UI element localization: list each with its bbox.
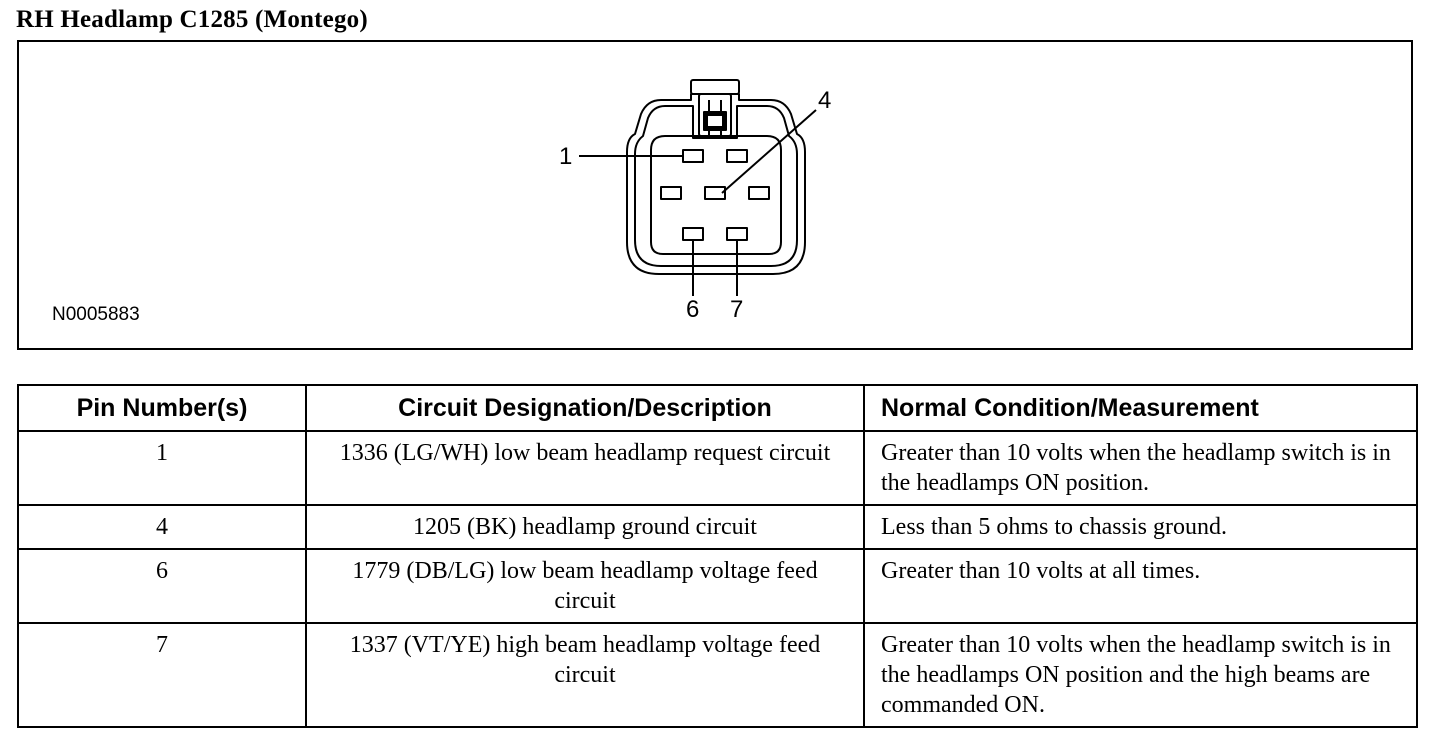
connector-latch (690, 79, 740, 95)
callout-7: 7 (730, 296, 744, 323)
circuit-cell: 1205 (BK) headlamp ground circuit (305, 504, 865, 550)
connector-shell (626, 93, 806, 275)
pin-3-terminal (660, 186, 682, 200)
circuit-cell: 1779 (DB/LG) low beam headlamp voltage f… (305, 548, 865, 624)
pin-1-terminal (682, 149, 704, 163)
header-condition: Normal Condition/Measurement (863, 384, 1418, 432)
callout-4: 4 (818, 87, 832, 114)
connector-drawing (579, 79, 817, 296)
pin-table: Pin Number(s) Circuit Designation/Descri… (17, 384, 1418, 728)
pin-4-terminal (704, 186, 726, 200)
condition-cell: Greater than 10 volts when the headlamp … (863, 430, 1418, 506)
table-header-row: Pin Number(s) Circuit Designation/Descri… (17, 384, 1418, 432)
pin-number-cell: 4 (17, 504, 307, 550)
condition-cell: Less than 5 ohms to chassis ground. (863, 504, 1418, 550)
page-title: RH Headlamp C1285 (Montego) (16, 6, 368, 33)
circuit-cell: 1336 (LG/WH) low beam headlamp request c… (305, 430, 865, 506)
header-circuit: Circuit Designation/Description (305, 384, 865, 432)
pin-7-terminal (726, 227, 748, 241)
circuit-cell: 1337 (VT/YE) high beam headlamp voltage … (305, 622, 865, 728)
pin-6-terminal (682, 227, 704, 241)
condition-cell: Greater than 10 volts at all times. (863, 548, 1418, 624)
table-row: 7 1337 (VT/YE) high beam headlamp voltag… (17, 622, 1418, 728)
callout-1: 1 (559, 143, 573, 170)
condition-cell: Greater than 10 volts when the headlamp … (863, 622, 1418, 728)
table-row: 6 1779 (DB/LG) low beam headlamp voltage… (17, 548, 1418, 624)
figure-id: N0005883 (52, 304, 140, 325)
connector-figure: N0005883 1 4 6 7 (17, 40, 1413, 350)
table-row: 1 1336 (LG/WH) low beam headlamp request… (17, 430, 1418, 506)
pin-number-cell: 7 (17, 622, 307, 728)
pin-number-cell: 1 (17, 430, 307, 506)
pin-number-cell: 6 (17, 548, 307, 624)
pin-5-terminal (748, 186, 770, 200)
table-row: 4 1205 (BK) headlamp ground circuit Less… (17, 504, 1418, 550)
pin-2-terminal (726, 149, 748, 163)
header-pin-number: Pin Number(s) (17, 384, 307, 432)
callout-4-leader (721, 109, 817, 194)
callout-6: 6 (686, 296, 700, 323)
